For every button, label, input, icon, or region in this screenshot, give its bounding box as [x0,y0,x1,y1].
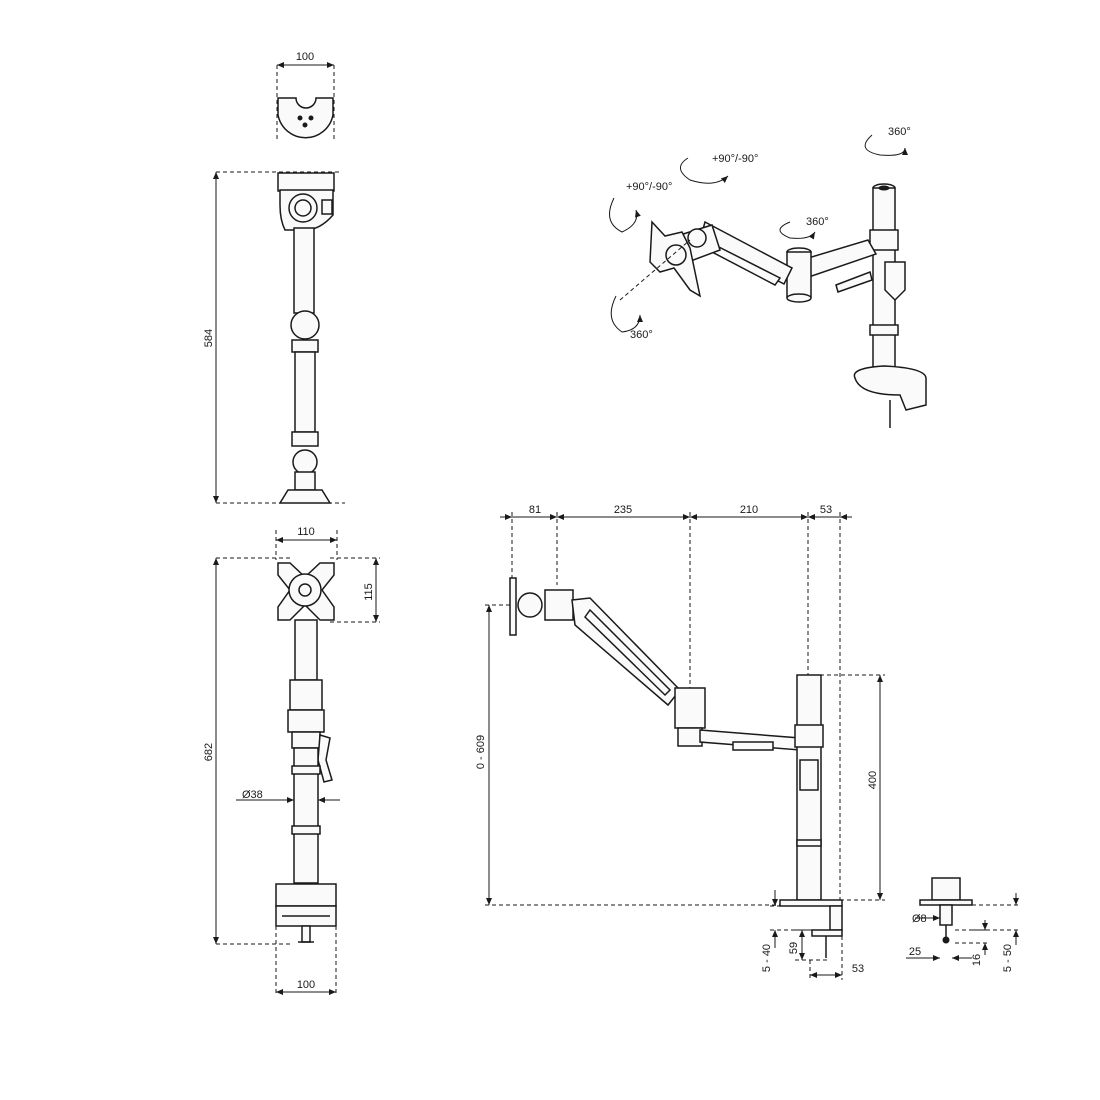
side-view: 584 [203,171,345,504]
bolt-diameter-label: Ø8 [912,913,927,925]
height-range-label: 0 - 609 [475,735,487,769]
base-width-label: 100 [297,979,315,991]
clamp-offset-label: 53 [852,963,864,975]
reach-segment-3: 210 [740,504,758,516]
isometric-view: 360° 360° +90°/-90° +90°/-90° 360° [609,126,927,428]
rotate-label: +90°/-90° [626,181,672,193]
grommet-thickness-label: 5 - 50 [1002,944,1014,972]
grommet-height-label: 16 [971,954,983,966]
elbow-rotation-label: 360° [806,216,829,228]
base-plate-outline [277,97,334,139]
front-view: 110 115 682 Ø38 100 [203,526,380,995]
top-width-label: 100 [296,51,314,63]
pole-height-label: 400 [867,771,879,789]
pole-diameter-label: Ø38 [242,789,263,801]
front-height-label: 682 [203,743,215,761]
screen-rotation-label: 360° [630,329,653,341]
vesa-width-label: 110 [297,526,315,538]
vesa-height-label: 115 [363,583,375,601]
reach-segment-2: 235 [614,504,632,516]
reach-segment-1: 81 [529,504,541,516]
pole-rotation-label: 360° [888,126,911,138]
grommet-offset-label: 25 [909,946,921,958]
clamp-thickness-label: 5 - 40 [761,944,773,972]
top-view: 100 [276,51,335,140]
grommet-detail: Ø8 25 16 5 - 50 [906,877,1020,972]
clamp-depth-label: 59 [788,942,800,954]
reach-segment-4: 53 [820,504,832,516]
tilt-label: +90°/-90° [712,153,758,165]
side-height-label: 584 [203,329,215,347]
side-profile-view: 81 235 210 53 0 - 609 400 [475,504,885,980]
